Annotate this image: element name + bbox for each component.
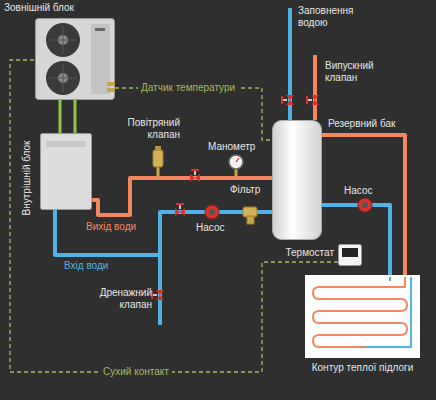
out-valve xyxy=(190,169,200,182)
thermostat: Термостат xyxy=(338,244,362,266)
drain-valve xyxy=(151,290,164,300)
water-in-pipe xyxy=(55,210,272,255)
pipe-segment xyxy=(115,88,272,140)
part-label: Дренажний клапан xyxy=(88,287,152,310)
air-valve xyxy=(153,146,163,178)
floor-heating-loop: Контур теплої підлоги xyxy=(305,275,420,358)
part-label: Випускний клапан xyxy=(325,60,389,83)
pump xyxy=(205,205,219,219)
fill-valve xyxy=(281,95,294,105)
pipe-segment xyxy=(322,205,390,275)
node-label: Зовнішній блок xyxy=(4,2,114,14)
tank-art xyxy=(272,120,322,240)
outdoor-unit: Зовнішній блок xyxy=(35,18,115,100)
sensor-wire xyxy=(115,88,272,140)
refrigerant-lines xyxy=(60,100,75,133)
in-valve xyxy=(175,203,185,216)
pump xyxy=(358,198,372,212)
outlet-valve xyxy=(306,95,319,105)
indoor-unit-art xyxy=(40,133,92,210)
buffer-tank: Резервний бак xyxy=(272,120,322,240)
node-label: Термостат xyxy=(280,247,334,259)
part-label: Заповнення водою xyxy=(298,5,364,28)
thermostat-art xyxy=(338,244,362,266)
part-label: Вихід води xyxy=(86,221,146,233)
pipe-segment xyxy=(55,210,272,255)
pipe-segment xyxy=(59,100,62,133)
part-label: Вхід води xyxy=(64,260,124,272)
outdoor-unit-art xyxy=(35,18,115,100)
pipe-segment xyxy=(322,135,405,275)
floor-supply-pipe xyxy=(322,135,405,275)
node-label: Внутрішній блок xyxy=(21,141,33,216)
pipe-segment xyxy=(74,100,77,133)
part-label: Манометр xyxy=(208,141,264,153)
node-label: Резервний бак xyxy=(328,118,434,130)
node-label: Контур теплої підлоги xyxy=(295,362,430,374)
indoor-unit: Внутрішній блок xyxy=(40,133,92,210)
part-label: Фільтр xyxy=(230,184,270,196)
part-label: Насос xyxy=(196,222,236,234)
manometer xyxy=(229,155,243,178)
floor-return-pipe xyxy=(322,205,390,275)
wire-label: Сухий контакт xyxy=(100,366,172,378)
wire-label: Датчик температури xyxy=(138,82,238,94)
filter xyxy=(243,207,257,224)
part-label: Насос xyxy=(344,185,384,197)
part-label: Повітряний клапан xyxy=(118,117,180,140)
floor-loop-art xyxy=(305,275,420,358)
outlet-pipe xyxy=(313,55,317,120)
